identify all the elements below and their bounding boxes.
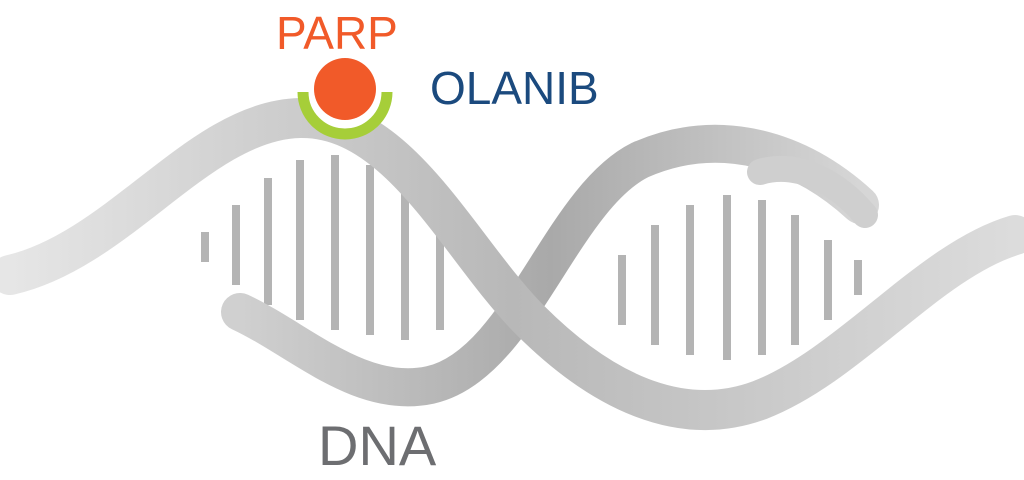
parp-label: PARP [276, 7, 398, 59]
dna-strand-front [0, 97, 1024, 431]
parp-protein-circle [314, 58, 376, 120]
rungs [201, 155, 862, 360]
parp-olanib-complex [297, 43, 393, 140]
dna-strand-top-right-curl [747, 155, 878, 228]
dna-label: DNA [318, 414, 437, 477]
olanib-label: OLANIB [430, 62, 599, 114]
dna-strand-back [221, 124, 879, 407]
olanib-binder-arc [297, 91, 393, 140]
